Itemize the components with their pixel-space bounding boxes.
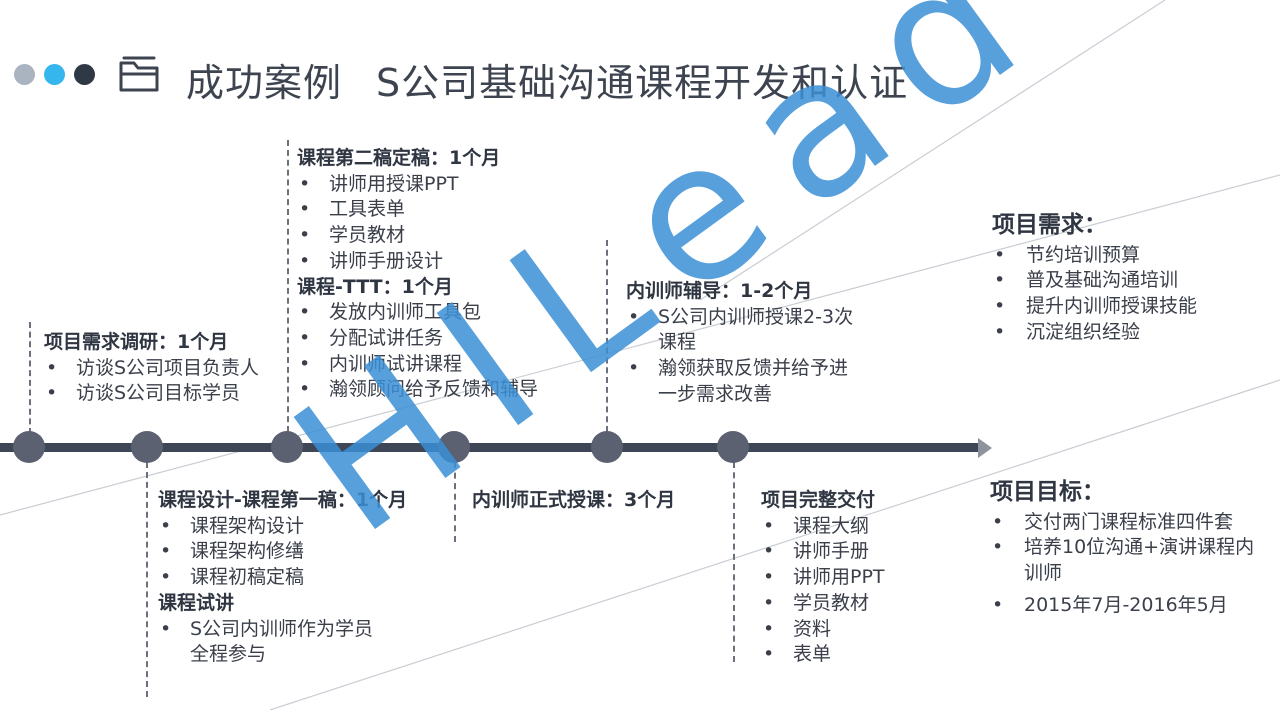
list-item: 内训师试讲课程 [297,352,597,378]
project-needs: 项目需求： 节约培训预算 普及基础沟通培训 提升内训师授课技能 沉淀组织经验 [992,212,1272,346]
stage-ttt-list: 发放内训师工具包 分配试讲任务 内训师试讲课程 瀚领顾问给予反馈和辅导 [297,300,597,403]
stage-trial-list: S公司内训师作为学员全程参与 [158,617,388,668]
list-item: 普及基础沟通培训 [992,268,1272,294]
header-dots [14,64,95,85]
list-item: 讲师用PPT [761,565,961,591]
project-needs-list: 节约培训预算 普及基础沟通培训 提升内训师授课技能 沉淀组织经验 [992,243,1272,346]
stage-design-title: 课程设计-课程第一稿：1个月 [158,489,408,511]
stage-delivery-title: 项目完整交付 [761,489,876,511]
project-goals: 项目目标： 交付两门课程标准四件套 培养10位沟通+演讲课程内训师 2015年7… [990,479,1262,619]
stage-coaching-title: 内训师辅导：1-2个月 [626,280,813,302]
page-title: 成功案例 S公司基础沟通课程开发和认证 [186,52,908,107]
stage-second-draft: 课程第二稿定稿：1个月 讲师用授课PPT 工具表单 学员教材 讲师手册设计 课程… [297,146,597,403]
list-item: 2015年7月-2016年5月 [990,593,1262,619]
list-item: 沉淀组织经验 [992,320,1272,346]
list-item: 讲师手册 [761,539,961,565]
connector-stage1 [29,322,31,434]
timeline-node-1 [13,431,45,463]
connector-stage6 [733,462,735,662]
stage-research: 项目需求调研：1个月 访谈S公司项目负责人 访谈S公司目标学员 [44,330,294,407]
stage-coaching: 内训师辅导：1-2个月 S公司内训师授课2-3次课程 瀚领获取反馈并给予进一步需… [626,279,858,408]
connector-stage5 [606,240,608,432]
project-goals-list: 交付两门课程标准四件套 培养10位沟通+演讲课程内训师 2015年7月-2016… [990,510,1262,619]
stage-delivery-list: 课程大纲 讲师手册 讲师用PPT 学员教材 资料 表单 [761,514,961,668]
list-item: 发放内训师工具包 [297,300,597,326]
stage-second-draft-title: 课程第二稿定稿：1个月 [297,147,501,169]
stage-design-list: 课程架构设计 课程架构修缮 课程初稿定稿 [158,514,408,591]
list-item: S公司内训师作为学员全程参与 [158,617,388,668]
list-item: 讲师用授课PPT [297,172,597,198]
stage-delivery: 项目完整交付 课程大纲 讲师手册 讲师用PPT 学员教材 资料 表单 [761,488,961,668]
list-item: 工具表单 [297,197,597,223]
stage-formal-teaching-title: 内训师正式授课：3个月 [472,489,676,511]
timeline-arrow-head [978,438,992,458]
stage-ttt-title: 课程-TTT：1个月 [297,275,453,298]
title-part-1: 成功案例 [186,61,343,105]
list-item: 访谈S公司目标学员 [44,381,294,407]
list-item: 资料 [761,617,961,643]
list-item: 学员教材 [761,591,961,617]
list-item: S公司内训师授课2-3次课程 [626,305,858,356]
list-item: 课程大纲 [761,514,961,540]
stage-research-list: 访谈S公司项目负责人 访谈S公司目标学员 [44,356,294,407]
connector-stage4 [454,462,456,542]
list-item: 培养10位沟通+演讲课程内训师 [990,535,1262,586]
stage-formal-teaching: 内训师正式授课：3个月 [472,488,722,514]
stage-research-title: 项目需求调研：1个月 [44,331,229,353]
list-item: 瀚领顾问给予反馈和辅导 [297,377,597,403]
list-item: 节约培训预算 [992,243,1272,269]
list-item: 交付两门课程标准四件套 [990,510,1262,536]
list-item: 学员教材 [297,223,597,249]
dot-dark [74,64,95,85]
timeline-node-2 [131,431,163,463]
list-item: 分配试讲任务 [297,326,597,352]
connector-stage2 [146,462,148,697]
timeline-node-5 [591,431,623,463]
list-item: 表单 [761,642,961,668]
dot-grey [14,64,35,85]
list-item: 访谈S公司项目负责人 [44,356,294,382]
timeline-node-6 [717,431,749,463]
project-goals-title: 项目目标： [990,479,1105,505]
list-item: 讲师手册设计 [297,249,597,275]
title-part-2: S公司基础沟通课程开发和认证 [376,61,909,105]
list-item: 提升内训师授课技能 [992,294,1272,320]
stage-second-draft-list: 讲师用授课PPT 工具表单 学员教材 讲师手册设计 [297,172,597,275]
timeline-bar [0,443,980,452]
dot-blue [44,64,65,85]
list-item: 课程架构设计 [158,514,408,540]
timeline-node-4 [438,431,470,463]
stage-trial-title: 课程试讲 [158,591,235,614]
stage-coaching-list: S公司内训师授课2-3次课程 瀚领获取反馈并给予进一步需求改善 [626,305,858,408]
timeline-node-3 [271,431,303,463]
stage-design: 课程设计-课程第一稿：1个月 课程架构设计 课程架构修缮 课程初稿定稿 课程试讲… [158,488,408,668]
project-needs-title: 项目需求： [992,212,1107,238]
connector-stage3 [287,140,289,432]
folder-icon [119,56,159,92]
list-item: 课程初稿定稿 [158,565,408,591]
list-item: 课程架构修缮 [158,539,408,565]
list-item: 瀚领获取反馈并给予进一步需求改善 [626,356,858,407]
